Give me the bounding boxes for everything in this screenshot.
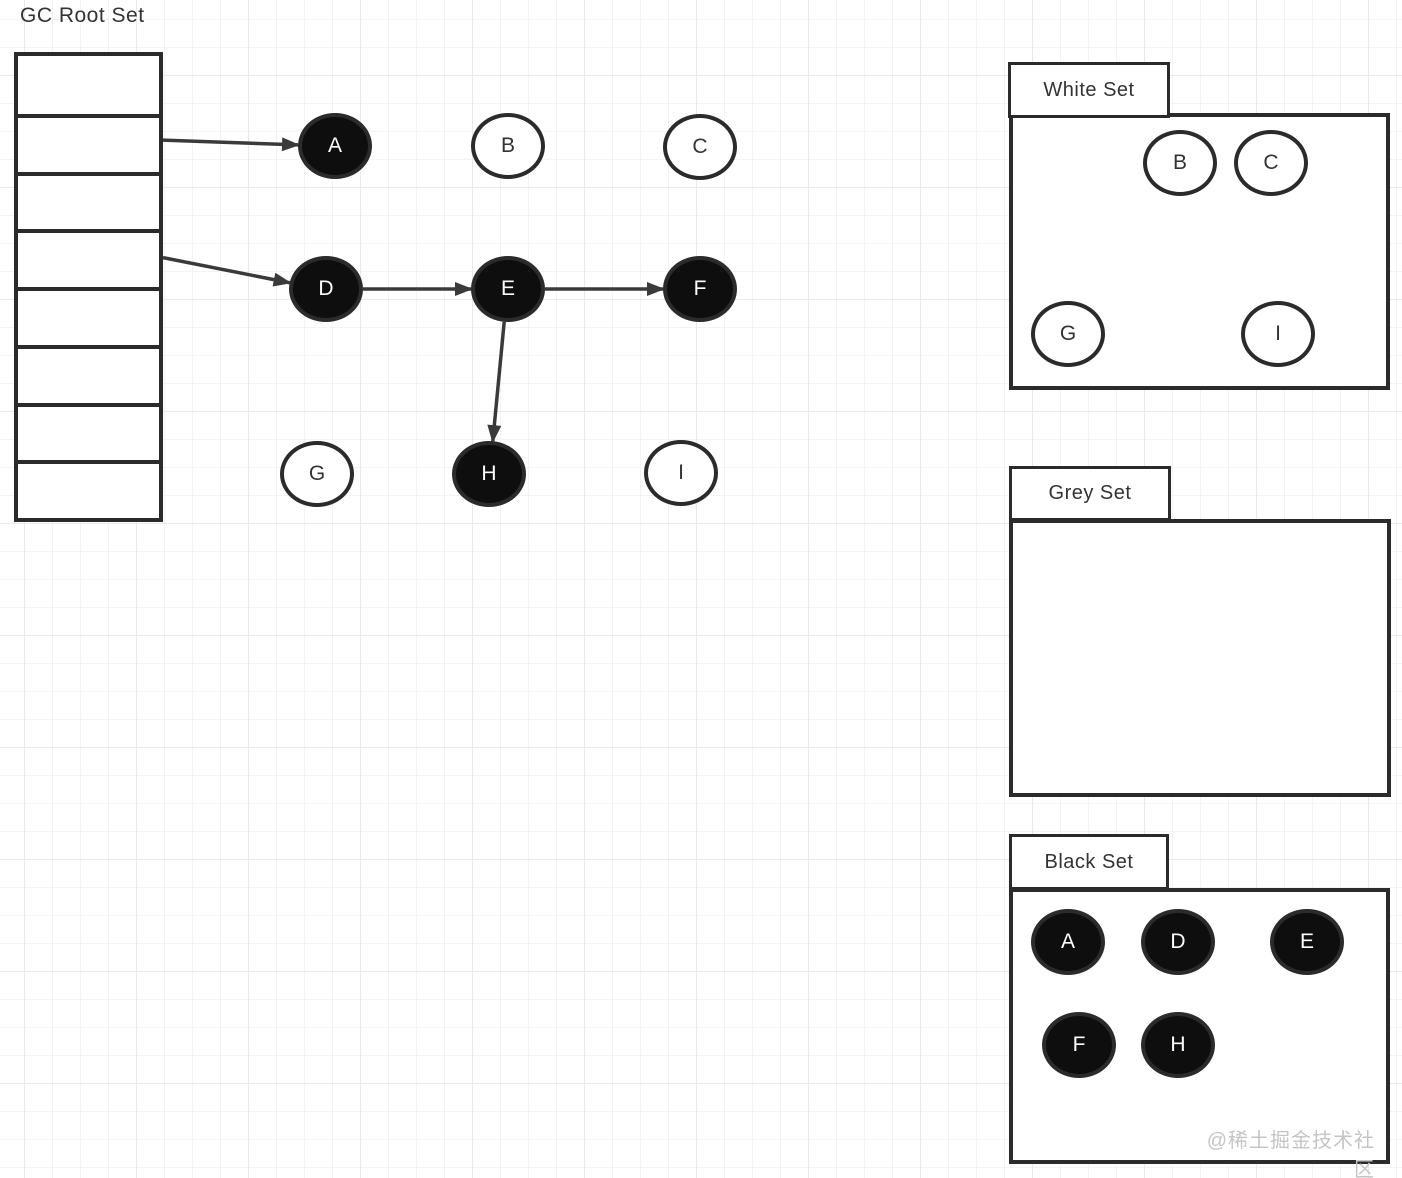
root-slot-2 — [18, 171, 159, 230]
root-slot-7 — [18, 460, 159, 518]
black-set-node-D: D — [1141, 909, 1215, 975]
edge-root-slot-3-to-D — [162, 255, 292, 287]
root-slot-4 — [18, 287, 159, 345]
graph-node-F: F — [663, 256, 737, 322]
black-set-label: Black Set — [1044, 850, 1134, 873]
white-set-node-C: C — [1234, 130, 1308, 196]
graph-node-E: E — [471, 256, 545, 322]
root-slot-1 — [18, 113, 159, 172]
grey-set-label: Grey Set — [1048, 482, 1132, 504]
black-set-node-H: H — [1141, 1012, 1215, 1078]
black-set-node-F: F — [1042, 1012, 1116, 1078]
edge-E-to-H — [487, 321, 506, 444]
white-set-node-B: B — [1143, 130, 1217, 196]
black-set-node-A: A — [1031, 909, 1105, 975]
graph-node-A: A — [298, 113, 372, 179]
graph-node-H: H — [452, 441, 526, 507]
black-set-node-E: E — [1270, 909, 1344, 975]
grey-set-tab: Grey Set — [1009, 466, 1171, 521]
grey-set-box — [1009, 519, 1391, 797]
graph-node-D: D — [289, 256, 363, 322]
graph-node-B: B — [471, 113, 545, 179]
watermark: @稀土掘金技术社区 — [1206, 1130, 1375, 1178]
white-set-tab: White Set — [1008, 62, 1170, 118]
white-set-label: White Set — [1043, 78, 1135, 101]
graph-node-C: C — [663, 114, 737, 180]
graph-node-G: G — [280, 441, 354, 507]
graph-node-I: I — [644, 440, 718, 506]
white-set-node-I: I — [1241, 301, 1315, 367]
gc-root-table — [14, 52, 163, 522]
root-slot-5 — [18, 344, 159, 403]
root-slot-3 — [18, 229, 159, 287]
root-slot-6 — [18, 402, 159, 461]
gc-root-set-title: GC Root Set — [20, 4, 145, 27]
black-set-tab: Black Set — [1009, 834, 1169, 890]
edge-root-slot-1-to-A — [162, 137, 301, 152]
white-set-node-G: G — [1031, 301, 1105, 367]
